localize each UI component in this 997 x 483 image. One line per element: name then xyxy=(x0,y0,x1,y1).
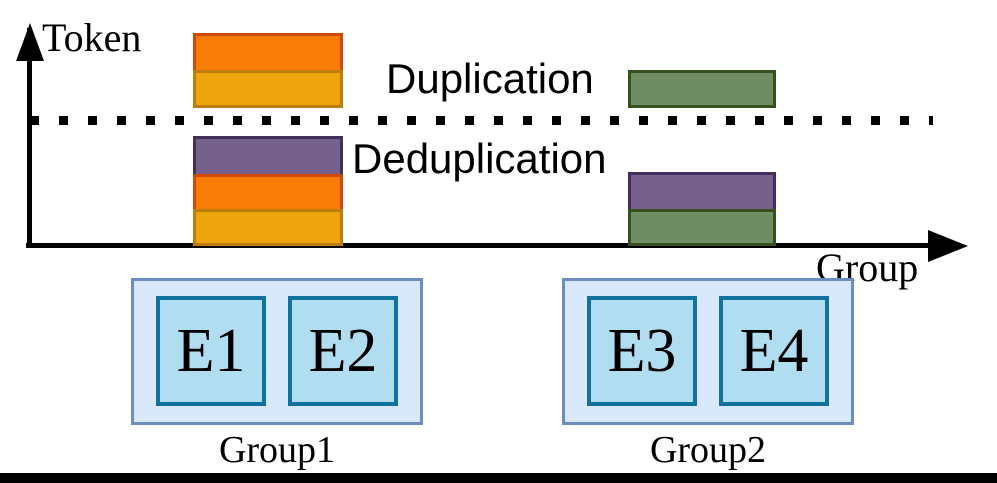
y-axis-line xyxy=(27,28,32,248)
expert-label: E3 xyxy=(607,316,677,385)
y-axis-arrow-icon xyxy=(16,23,44,61)
x-axis-arrow-icon xyxy=(928,230,968,262)
bar-stack-group2-deduplication xyxy=(628,172,776,246)
group1-label: Group1 xyxy=(218,429,336,471)
expert-box-e3: E3 xyxy=(587,296,697,406)
green-bar-segment xyxy=(628,70,776,108)
x-axis-line xyxy=(26,243,930,248)
separator-dotted-line xyxy=(30,116,933,125)
group1-container: E1 E2 xyxy=(131,278,423,425)
group2-container: E3 E4 xyxy=(562,278,854,425)
orange-bar-segment xyxy=(193,33,343,73)
expert-box-e2: E2 xyxy=(288,296,398,406)
duplication-label: Duplication xyxy=(386,55,594,102)
y-axis-label: Token xyxy=(42,15,142,60)
expert-label: E1 xyxy=(176,316,246,385)
purple-bar-segment xyxy=(628,172,776,212)
bottom-divider-bar xyxy=(0,473,997,483)
bar-stack-group1-deduplication xyxy=(193,136,343,246)
expert-label: E2 xyxy=(308,316,378,385)
purple-bar-segment xyxy=(193,136,343,177)
yellow-bar-segment xyxy=(193,209,343,246)
bar-stack-group2-duplication xyxy=(628,70,776,108)
green-bar-segment xyxy=(628,209,776,246)
expert-box-e1: E1 xyxy=(156,296,266,406)
yellow-bar-segment xyxy=(193,70,343,108)
group2-label: Group2 xyxy=(649,429,767,471)
bar-stack-group1-duplication xyxy=(193,33,343,108)
expert-box-e4: E4 xyxy=(719,296,829,406)
orange-bar-segment xyxy=(193,174,343,212)
expert-label: E4 xyxy=(739,316,809,385)
deduplication-label: Deduplication xyxy=(352,135,607,182)
